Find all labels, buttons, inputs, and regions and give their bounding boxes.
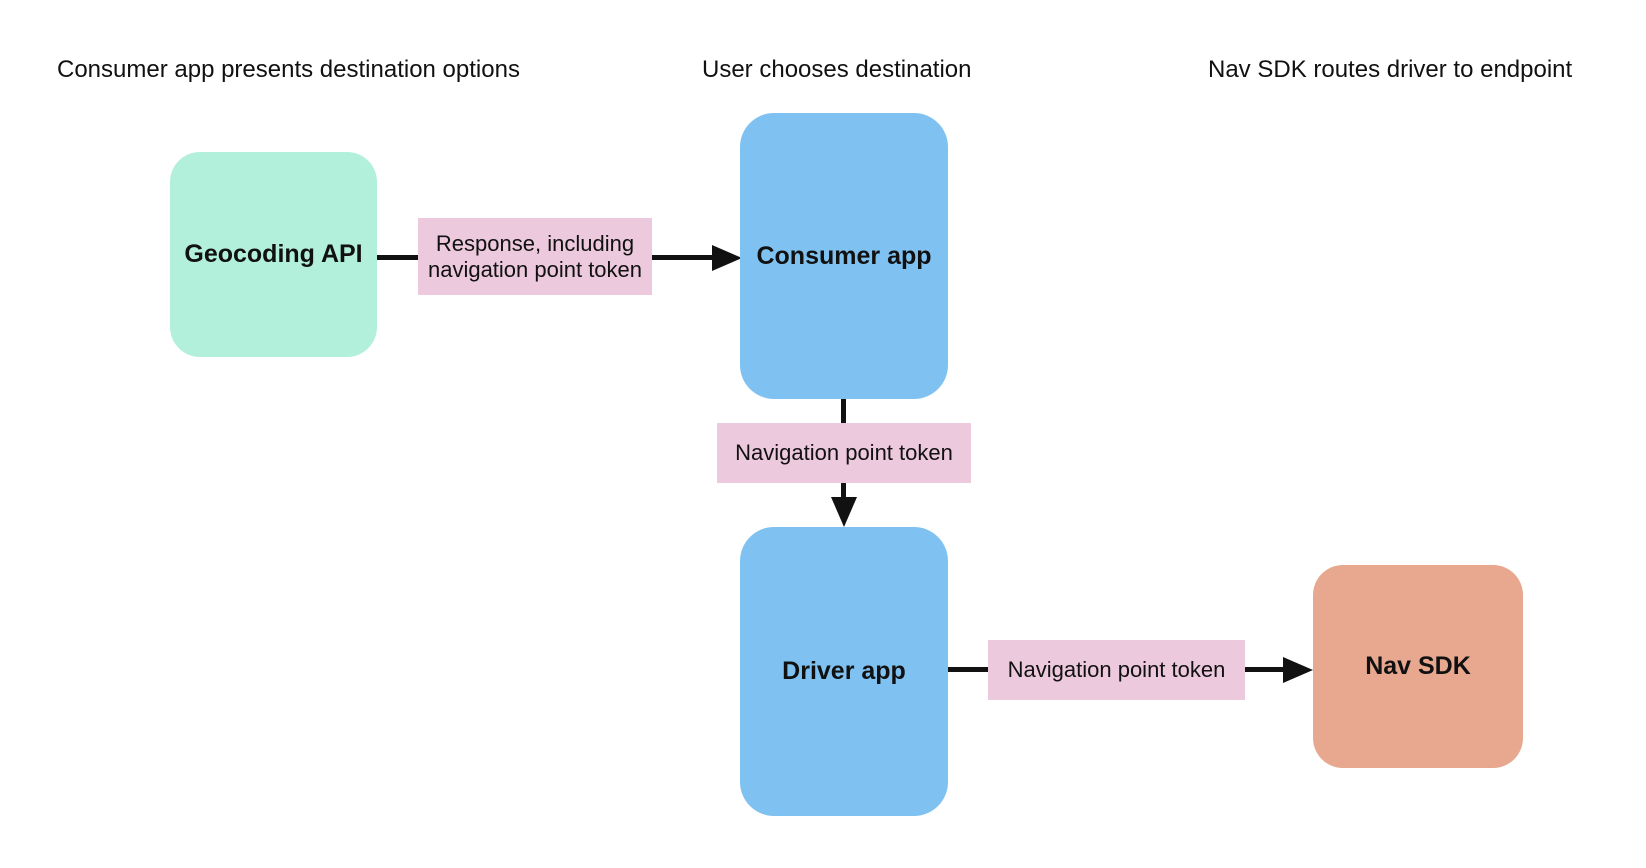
arrowhead-right-icon — [712, 244, 742, 271]
node-nav-sdk-label: Nav SDK — [1365, 652, 1471, 680]
edge-label-text: Response, including navigation point tok… — [427, 230, 643, 282]
edge-label-text: Navigation point token — [1007, 657, 1226, 682]
stage-header-user-chooses: User chooses destination — [702, 56, 972, 83]
stage-header-navsdk-routes: Nav SDK routes driver to endpoint — [1208, 56, 1573, 83]
edge-label-response-including-token: Response, including navigation point tok… — [418, 218, 652, 295]
node-driver-app: Driver app — [740, 527, 948, 816]
stage-header-consumer-presents: Consumer app presents destination option… — [57, 56, 520, 83]
node-nav-sdk: Nav SDK — [1313, 565, 1523, 768]
node-consumer-app: Consumer app — [740, 113, 948, 399]
node-driver-app-label: Driver app — [782, 657, 906, 685]
arrowhead-right-icon — [1283, 656, 1313, 683]
node-geocoding-api: Geocoding API — [170, 152, 377, 357]
arrowhead-down-icon — [830, 497, 857, 527]
node-consumer-app-label: Consumer app — [756, 241, 932, 270]
node-geocoding-api-label: Geocoding API — [184, 240, 363, 268]
edge-label-navigation-point-token-2: Navigation point token — [988, 640, 1245, 700]
edge-label-navigation-point-token-1: Navigation point token — [717, 423, 971, 483]
edge-label-text: Navigation point token — [735, 440, 953, 465]
